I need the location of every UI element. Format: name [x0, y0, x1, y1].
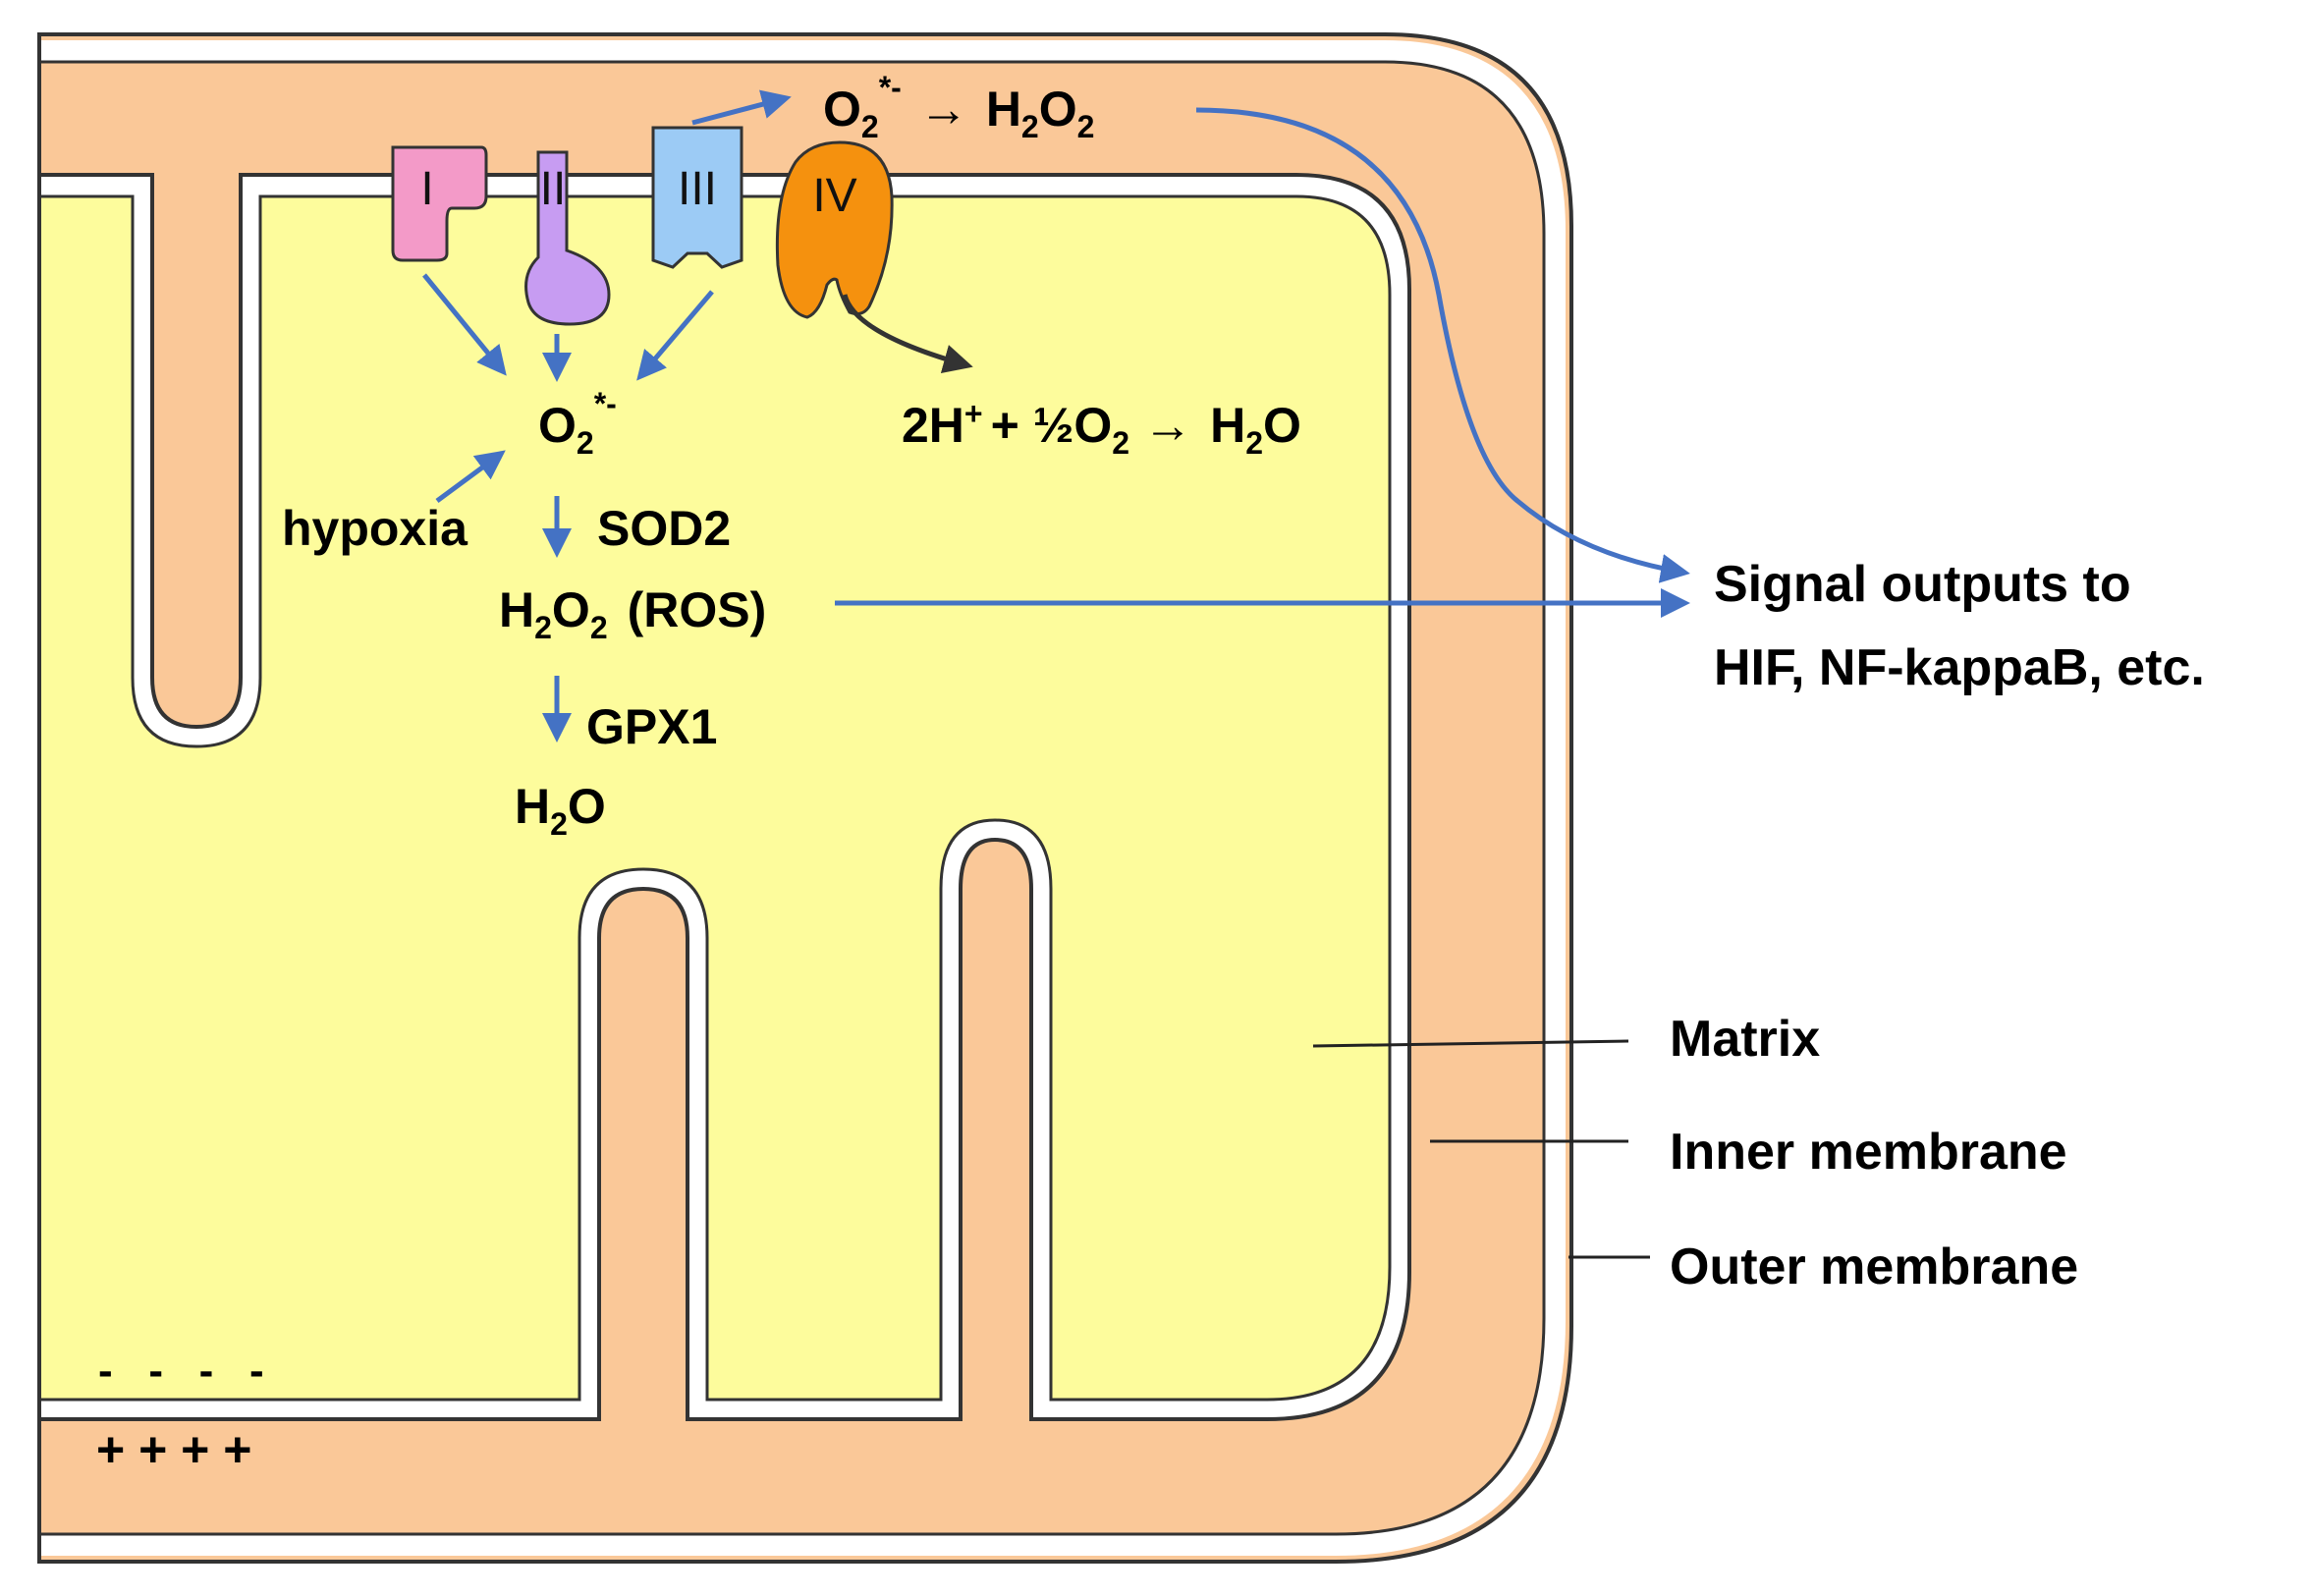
matrix-leader-line: [1312, 1039, 1629, 1048]
arrow-complex-i-to-superoxide: [422, 273, 507, 376]
inner-membrane-label: Inner membrane: [1670, 1124, 2067, 1181]
outer-membrane-inner-line: [39, 60, 1546, 1536]
arrow-complex-iii-to-superoxide: [636, 290, 714, 381]
complex-iv-reaction-label: 2H++ ½O2→H2O: [902, 396, 1301, 461]
signal-outputs-line2: HIF, NF-kappaB, etc.: [1714, 639, 2205, 696]
complex-i-label: I: [420, 163, 433, 215]
matrix-region: [37, 194, 1392, 1402]
complex-iii: III: [651, 126, 743, 269]
complex-iii-label: III: [678, 163, 717, 215]
hypoxia-label: hypoxia: [282, 501, 468, 556]
complex-ii: II: [524, 150, 611, 326]
h2o2-ros-label: H2O2(ROS): [499, 582, 766, 645]
complex-i: I: [391, 145, 488, 262]
complex-ii-label: II: [540, 163, 567, 215]
sod2-label: SOD2: [597, 501, 731, 556]
water-label: H2O: [515, 779, 606, 842]
arrow-hypoxia-to-superoxide: [435, 450, 506, 504]
outer-membrane-inner-edge: [39, 40, 1566, 1556]
arrow-complex-iv-reaction: [842, 294, 973, 374]
complex-iv: IV: [775, 140, 894, 319]
blue-arrows: [422, 89, 1690, 743]
ims-side-positive-charges: + + + +: [96, 1422, 251, 1477]
outer-membrane-label: Outer membrane: [1670, 1238, 2078, 1295]
ims-reaction-label: O2*-→H2O2: [823, 70, 1094, 144]
gpx1-label: GPX1: [586, 699, 717, 754]
matrix-side-negative-charges: - - - -: [98, 1347, 264, 1395]
signal-outputs-line1: Signal outputs to: [1714, 556, 2131, 613]
complex-iv-label: IV: [812, 170, 856, 222]
arrow-ims-h2o2-to-signals: [1195, 107, 1690, 583]
arrow-complex-iii-to-ims: [691, 89, 792, 126]
superoxide-matrix-label: O2*-: [538, 386, 617, 461]
matrix-label: Matrix: [1670, 1011, 1820, 1068]
